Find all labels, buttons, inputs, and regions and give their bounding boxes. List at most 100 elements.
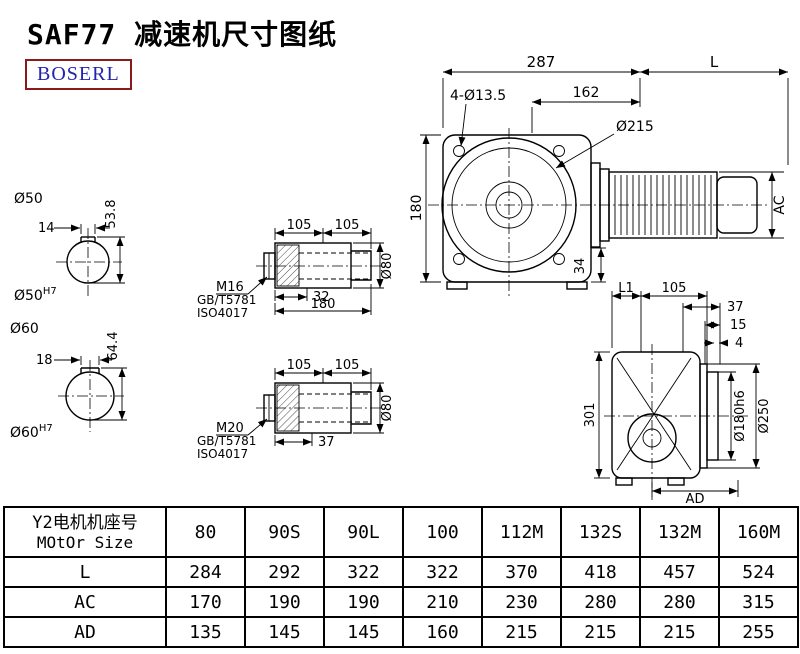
housing-foot <box>566 281 588 290</box>
shaft-detail-m20: 105 105 M20 GB/T5781 ISO4017 37 Ø80 <box>197 358 395 461</box>
table-cell: 322 <box>402 556 483 588</box>
size-col-90l: 90L <box>323 506 404 558</box>
std-iso-2-label: ISO4017 <box>197 447 248 461</box>
dim-d80-2-label: Ø80 <box>380 395 395 422</box>
table-row-L: L 284 292 322 322 370 418 457 524 <box>3 556 799 588</box>
table-cell: 457 <box>639 556 720 588</box>
table-cell: 170 <box>165 586 246 618</box>
dim-L1-label: L1 <box>618 281 634 296</box>
std-gb-1-label: GB/T5781 <box>197 293 256 307</box>
dim-keywidth-50-label: 14 <box>38 221 55 236</box>
bore-50-tol: H7 <box>43 286 57 297</box>
shaft-center-circle <box>495 191 523 219</box>
motor-size-label-en: MOtOr Size <box>36 532 134 552</box>
dim-162-label: 162 <box>573 85 600 101</box>
screw-head-1 <box>263 252 276 280</box>
shaft-section-60: 18 64.4 Ø60 Ø60H7 <box>10 321 127 441</box>
dim-d250-label: Ø250 <box>757 398 772 433</box>
row-label-AD: AD <box>3 616 167 648</box>
dim-d80-1-label: Ø80 <box>380 253 395 280</box>
table-cell: 160 <box>402 616 483 648</box>
dim-301-label: 301 <box>583 403 598 428</box>
dim-AC-label: AC <box>772 195 788 214</box>
dimension-table: Y2电机机座号 MOtOr Size 80 90S 90L 100 112M 1… <box>3 506 799 648</box>
thread-m20-label: M20 <box>216 421 244 436</box>
dim-keywidth-60-label: 18 <box>36 353 53 368</box>
flange-circle-outer <box>441 137 577 273</box>
table-cell: 284 <box>165 556 246 588</box>
bore-60-label: Ø60H7 <box>10 423 53 441</box>
dim-34-label: 34 <box>573 258 588 275</box>
technical-drawing: 287 L 162 4-Ø13.5 Ø215 180 34 AC <box>10 53 789 506</box>
dim-AD-label: AD <box>686 492 705 506</box>
brand-logo: BOSERL <box>25 59 132 90</box>
table-cell: 230 <box>481 586 562 618</box>
shaft-section-50: 14 53.8 Ø50 Ø50H7 <box>14 191 125 304</box>
bolt-hole <box>453 145 465 157</box>
dim-105a-1-label: 105 <box>287 218 312 233</box>
dim-15-label: 15 <box>730 318 747 333</box>
thread-hatch-1 <box>276 244 300 287</box>
table-cell: 210 <box>402 586 483 618</box>
dim-180-label: 180 <box>409 195 425 222</box>
motor-end-cap <box>716 176 758 234</box>
bore-50-circle <box>66 240 110 284</box>
table-cell: 135 <box>165 616 246 648</box>
page-title: SAF77 减速机尺寸图纸 <box>27 18 338 51</box>
bore-60-circle <box>65 371 115 421</box>
size-col-132m: 132M <box>639 506 720 558</box>
std-gb-2-label: GB/T5781 <box>197 434 256 448</box>
thread-m16-label: M16 <box>216 280 244 295</box>
table-cell: 190 <box>244 586 325 618</box>
size-col-132s: 132S <box>560 506 641 558</box>
dim-105-side-label: 105 <box>662 281 687 296</box>
dim-37-sleeve-label: 37 <box>318 435 335 450</box>
brand-logo-text: BOSERL <box>37 63 120 85</box>
dim-bolt-holes-label: 4-Ø13.5 <box>450 88 506 104</box>
std-iso-1-label: ISO4017 <box>197 306 248 320</box>
bore-50-dia: Ø50 <box>14 288 43 304</box>
row-label-L: L <box>3 556 167 588</box>
dim-flange-dia-label: Ø215 <box>616 119 654 135</box>
screw-head-2 <box>263 394 276 422</box>
dim-287-label: 287 <box>527 53 556 71</box>
shaft-60-label: Ø60 <box>10 321 39 337</box>
table-cell: 524 <box>718 556 799 588</box>
flange-circle-inner <box>451 147 567 263</box>
dim-4-label: 4 <box>735 336 743 351</box>
dim-keyheight-50-label: 53.8 <box>104 200 119 229</box>
size-col-160m: 160M <box>718 506 799 558</box>
dim-d180-label: Ø180h6 <box>733 390 748 442</box>
table-cell: 322 <box>323 556 404 588</box>
dim-32-label: 32 <box>313 290 330 305</box>
table-cell: 215 <box>560 616 641 648</box>
size-col-80: 80 <box>165 506 246 558</box>
dim-L-label: L <box>710 53 719 71</box>
table-cell: 292 <box>244 556 325 588</box>
thread-hatch-2 <box>276 384 300 432</box>
side-output-boss <box>627 413 677 463</box>
bolt-hole <box>453 253 465 265</box>
bore-60-dia: Ø60 <box>10 425 39 441</box>
dim-105b-1-label: 105 <box>335 218 360 233</box>
table-cell: 315 <box>718 586 799 618</box>
row-label-AC: AC <box>3 586 167 618</box>
shaft-50-label: Ø50 <box>14 191 43 207</box>
dim-37-side-label: 37 <box>727 300 744 315</box>
side-output-hole <box>642 428 662 448</box>
bolt-hole <box>553 253 565 265</box>
side-view: L1 105 37 15 4 301 Ø180h6 Ø250 <box>583 281 772 506</box>
motor-size-label-cn: Y2电机机座号 <box>32 512 138 533</box>
bore-60-tol: H7 <box>39 423 53 434</box>
table-cell: 215 <box>639 616 720 648</box>
bolt-hole <box>553 145 565 157</box>
size-col-112m: 112M <box>481 506 562 558</box>
motor-size-header-cell: Y2电机机座号 MOtOr Size <box>3 506 167 558</box>
table-row-AD: AD 135 145 145 160 215 215 215 255 <box>3 616 799 648</box>
housing-foot <box>446 281 468 290</box>
side-foot <box>615 477 633 486</box>
table-cell: 370 <box>481 556 562 588</box>
table-cell: 215 <box>481 616 562 648</box>
shaft-detail-m16: 105 105 M16 GB/T5781 ISO4017 32 180 Ø80 <box>197 218 395 320</box>
